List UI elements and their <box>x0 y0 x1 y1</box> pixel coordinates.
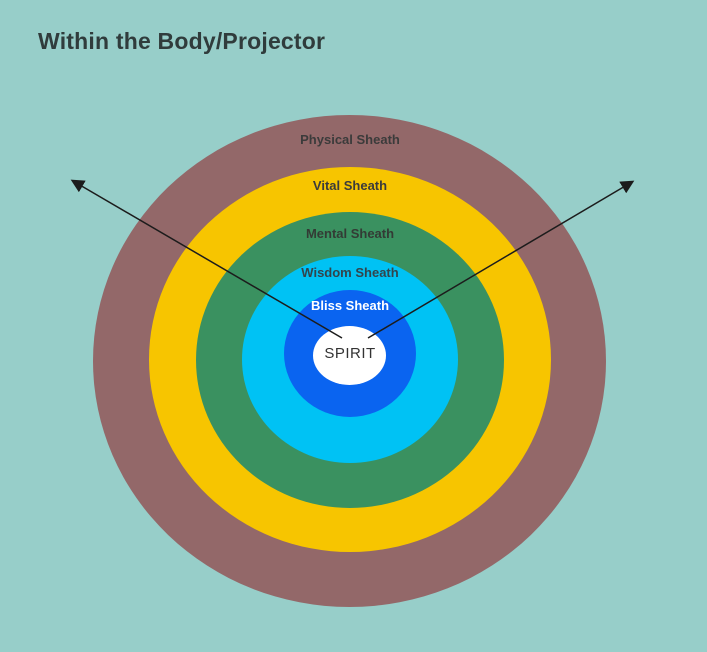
ring-label-wisdom: Wisdom Sheath <box>301 265 399 280</box>
ring-label-physical: Physical Sheath <box>300 132 400 147</box>
spirit-label: SPIRIT <box>324 345 376 362</box>
ring-label-bliss: Bliss Sheath <box>310 298 390 313</box>
ring-label-mental: Mental Sheath <box>305 226 395 241</box>
page-title: Within the Body/Projector <box>38 28 326 54</box>
ring-label-vital: Vital Sheath <box>312 178 388 193</box>
